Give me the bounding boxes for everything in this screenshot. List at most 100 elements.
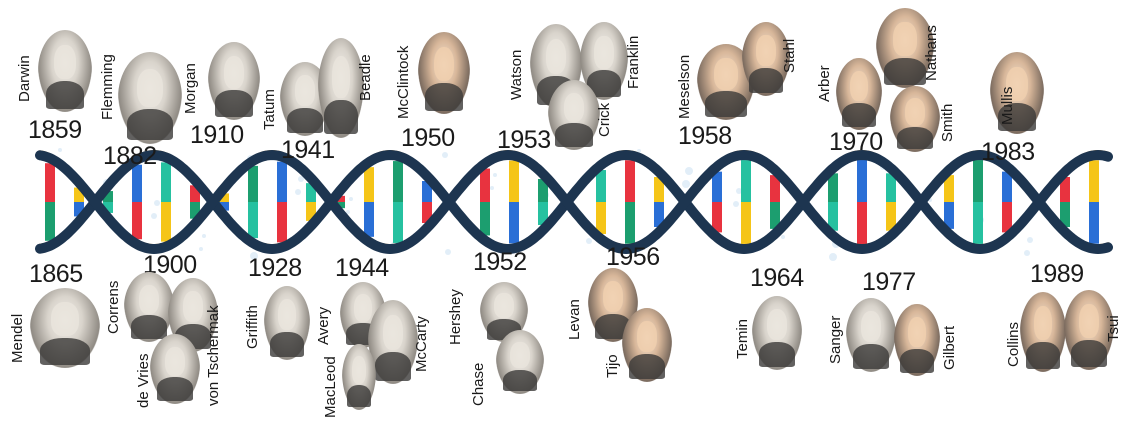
scientist-name: MacLeod — [323, 356, 338, 418]
portrait-mendel — [30, 288, 100, 368]
portrait-flemming — [118, 52, 182, 144]
scientist-name: McCarty — [414, 316, 429, 372]
base-pair-segment — [1089, 202, 1099, 244]
year-label: 1964 — [750, 266, 804, 291]
year-label: 1958 — [678, 124, 732, 149]
scientist-name: Franklin — [626, 36, 641, 89]
base-pair-segment — [393, 202, 403, 243]
background-dot — [685, 167, 693, 175]
base-pair-segment — [596, 202, 606, 234]
background-dot — [733, 201, 739, 207]
year-label: 1952 — [473, 250, 527, 275]
scientist-name: Meselson — [677, 55, 692, 119]
base-pair-segment — [132, 202, 142, 239]
background-dot — [490, 186, 494, 190]
base-pair-segment — [1089, 160, 1099, 202]
background-dot — [1027, 237, 1033, 243]
scientist-name: Correns — [106, 281, 121, 334]
background-dot — [445, 249, 451, 255]
portrait-smith — [890, 86, 940, 152]
base-pair-segment — [741, 202, 751, 244]
scientist-name: Arber — [817, 65, 832, 102]
scientist-name: Hershey — [448, 289, 463, 345]
scientist-name: Griffith — [245, 305, 260, 349]
scientist-name: Mendel — [10, 314, 25, 363]
base-pair-segment — [741, 160, 751, 202]
scientist-name: Nathans — [924, 25, 939, 81]
portrait-mcclintock — [418, 32, 470, 114]
base-pair-segment — [364, 202, 374, 237]
background-dot — [151, 213, 157, 219]
base-pair-segment — [480, 202, 490, 235]
year-label: 1859 — [28, 118, 82, 143]
scientist-name: Chase — [471, 363, 486, 406]
base-pair-segment — [277, 202, 287, 242]
year-label: 1989 — [1030, 262, 1084, 287]
base-pair-segment — [45, 163, 55, 202]
portrait-arber — [836, 58, 882, 130]
background-dot — [295, 189, 301, 195]
scientist-name: von Tschermak — [206, 305, 221, 406]
year-label: 1956 — [606, 245, 660, 270]
scientist-name: Tijo — [605, 354, 620, 378]
year-label: 1977 — [862, 270, 916, 295]
scientist-name: Collins — [1006, 322, 1021, 367]
scientist-name: Darwin — [17, 55, 32, 102]
base-pair-segment — [364, 167, 374, 202]
year-label: 1865 — [29, 262, 83, 287]
scientist-name: Tatum — [262, 89, 277, 130]
background-dot — [58, 148, 62, 152]
base-pair-segment — [393, 161, 403, 202]
year-label: 1983 — [981, 140, 1035, 165]
base-pair-segment — [277, 162, 287, 202]
base-pair-segment — [625, 160, 635, 202]
base-pair-segment — [973, 202, 983, 244]
base-pair-segment — [857, 202, 867, 244]
base-pair-segment — [161, 202, 171, 242]
base-pair-segment — [625, 202, 635, 244]
base-pair-segment — [132, 165, 142, 202]
scientist-name: Temin — [735, 319, 750, 359]
background-dot — [349, 197, 353, 201]
background-dot — [1024, 250, 1030, 256]
background-dot — [682, 180, 690, 188]
background-dot — [202, 234, 206, 238]
base-pair-segment — [480, 169, 490, 202]
base-pair-segment — [973, 160, 983, 202]
portrait-darwin — [38, 30, 92, 112]
year-label: 1970 — [829, 130, 883, 155]
base-pair-segment — [248, 202, 258, 238]
year-label: 1944 — [335, 256, 389, 281]
scientist-name: Smith — [940, 104, 955, 142]
scientist-name: McClintock — [396, 46, 411, 119]
background-dot — [199, 247, 203, 251]
portrait-chase — [496, 330, 544, 394]
year-label: 1953 — [497, 128, 551, 153]
portrait-morgan — [208, 42, 260, 120]
base-pair-segment — [509, 161, 519, 202]
scientist-name: Levan — [567, 299, 582, 340]
background-dot — [442, 152, 448, 158]
scientist-name: Flemming — [100, 54, 115, 120]
scientist-name: Gilbert — [942, 326, 957, 370]
year-label: 1928 — [248, 256, 302, 281]
year-label: 1941 — [281, 138, 335, 163]
portrait-macleod — [342, 344, 376, 410]
portrait-sanger — [846, 298, 896, 372]
scientist-name: Tsui — [1106, 315, 1121, 342]
year-label: 1910 — [190, 123, 244, 148]
portrait-griffith — [264, 286, 310, 360]
scientist-name: Watson — [509, 50, 524, 100]
scientist-name: de Vries — [136, 354, 151, 408]
background-dot — [493, 173, 497, 177]
scientist-name: Beadle — [358, 54, 373, 101]
base-pair-segment — [161, 162, 171, 202]
scientist-name: Avery — [316, 307, 331, 345]
base-pair-segment — [509, 202, 519, 243]
portrait-correns — [124, 272, 174, 342]
base-pair-segment — [45, 202, 55, 241]
background-dot — [829, 253, 837, 261]
scientist-name: Morgan — [183, 63, 198, 114]
portrait-tijo — [622, 308, 672, 382]
